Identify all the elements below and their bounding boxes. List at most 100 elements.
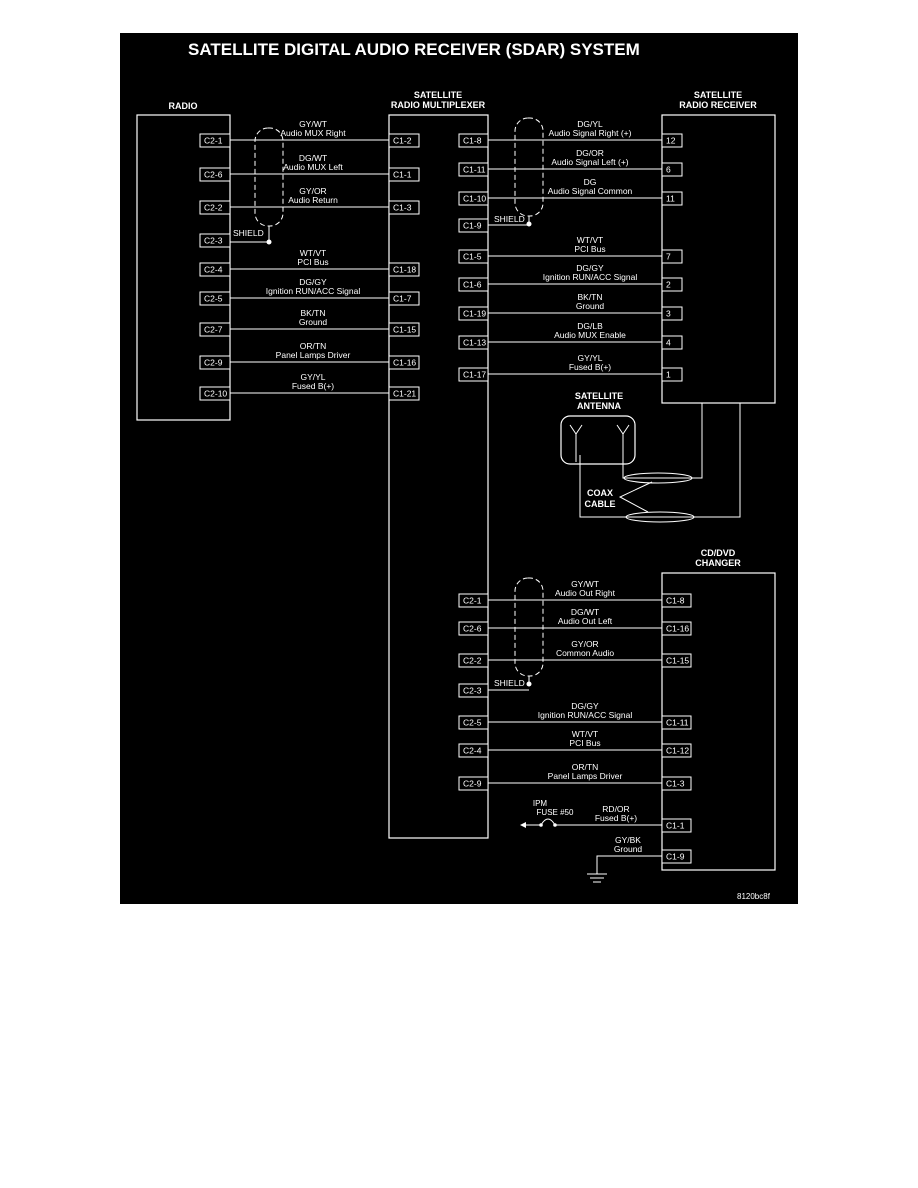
wire-color-label: DG/GY xyxy=(299,277,327,287)
receiver-pin-box xyxy=(661,277,683,292)
changer-pin-box xyxy=(661,818,692,833)
antenna-label-1: SATELLITE xyxy=(575,391,623,401)
receiver-shield-dot xyxy=(526,221,532,227)
wire-desc-label: Audio MUX Right xyxy=(280,128,346,138)
mux-pin: C1-1 xyxy=(393,170,412,180)
changer-label-2: CHANGER xyxy=(695,558,741,568)
wire-color-label: DG/WT xyxy=(299,153,327,163)
wire-desc-label: Audio Out Left xyxy=(558,616,613,626)
wire-color-label: GY/OR xyxy=(299,186,326,196)
mux-pin: C1-21 xyxy=(393,389,416,399)
changer-shield-label: SHIELD xyxy=(494,678,525,688)
mux-box xyxy=(388,114,489,839)
mux-pin-box xyxy=(458,277,489,292)
mux-pin-box xyxy=(458,367,489,382)
wire-color-label: GY/YL xyxy=(577,353,602,363)
changer-pin-box xyxy=(661,621,692,636)
wire-desc-label: PCI Bus xyxy=(297,257,328,267)
wire-desc-label: PCI Bus xyxy=(569,738,600,748)
wire-color-label: OR/TN xyxy=(572,762,598,772)
mux-shield-pin: C2-3 xyxy=(463,686,482,696)
receiver-pin-box xyxy=(661,162,683,177)
wire-desc-label: Fused B(+) xyxy=(595,813,637,823)
radio-pin-box xyxy=(199,167,231,182)
receiver-pin: 1 xyxy=(666,370,671,380)
radio-pin-box xyxy=(199,386,231,401)
wire-color-label: WT/VT xyxy=(300,248,326,258)
radio-shield-dot xyxy=(266,239,272,245)
changer-pin-box xyxy=(661,743,692,758)
receiver-pin-box xyxy=(661,133,683,148)
wire-desc-label: Panel Lamps Driver xyxy=(276,350,351,360)
mux-pin: C1-5 xyxy=(463,252,482,262)
receiver-pin: 7 xyxy=(666,252,671,262)
mux-pin-box xyxy=(388,200,420,215)
mux-pin: C2-6 xyxy=(463,624,482,634)
mux-pin: C1-8 xyxy=(463,136,482,146)
wire-color-label: DG/WT xyxy=(571,607,599,617)
mux-pin-box xyxy=(388,133,420,148)
radio-pin: C2-9 xyxy=(204,358,223,368)
mux-label-2: RADIO MULTIPLEXER xyxy=(391,100,486,110)
mux-pin: C1-17 xyxy=(463,370,486,380)
coax-sleeve-1 xyxy=(623,472,693,484)
radio-pin-box xyxy=(199,291,231,306)
wire-desc-label: Panel Lamps Driver xyxy=(548,771,623,781)
changer-label-1: CD/DVD xyxy=(701,548,736,558)
receiver-pin: 3 xyxy=(666,309,671,319)
wire-color-label: GY/WT xyxy=(571,579,599,589)
radio-label: RADIO xyxy=(169,101,198,111)
mux-shield-pin: C1-9 xyxy=(463,221,482,231)
radio-pin: C2-2 xyxy=(204,203,223,213)
wire-color-label: DG/LB xyxy=(577,321,603,331)
radio-pin: C2-5 xyxy=(204,294,223,304)
receiver-label-2: RADIO RECEIVER xyxy=(679,100,757,110)
receiver-pin-box xyxy=(661,335,683,350)
coax-label-1: COAX xyxy=(587,488,613,498)
mux-pin-box xyxy=(388,291,420,306)
changer-pin: C1-16 xyxy=(666,624,689,634)
diagram-panel xyxy=(120,33,798,904)
radio-pin: C2-10 xyxy=(204,389,227,399)
changer-pin: C1-8 xyxy=(666,596,685,606)
antenna-box xyxy=(560,415,636,465)
receiver-pin: 6 xyxy=(666,165,671,175)
mux-pin: C2-1 xyxy=(463,596,482,606)
wire-color-label: RD/OR xyxy=(602,804,629,814)
wire-desc-label: Ground xyxy=(614,844,643,854)
mux-pin: C1-6 xyxy=(463,280,482,290)
mux-pin: C1-13 xyxy=(463,338,486,348)
mux-pin-box xyxy=(388,355,420,370)
antenna-element-1 xyxy=(569,424,583,462)
wire-desc-label: Ignition RUN/ACC Signal xyxy=(266,286,361,296)
mux-pin: C1-16 xyxy=(393,358,416,368)
changer-pin-box xyxy=(661,653,692,668)
radio-shield-pin-box xyxy=(199,233,231,248)
receiver-pin: 4 xyxy=(666,338,671,348)
wire-color-label: BK/TN xyxy=(300,308,325,318)
mux-pin-box xyxy=(458,133,489,148)
wire-desc-label: Ground xyxy=(576,301,605,311)
wire-desc-label: Audio Signal Right (+) xyxy=(549,128,632,138)
mux-pin-box xyxy=(388,322,420,337)
mux-pin-box xyxy=(458,593,489,608)
receiver-pin: 11 xyxy=(666,194,675,204)
changer-pin-box xyxy=(661,849,692,864)
changer-pin: C1-9 xyxy=(666,852,685,862)
wire-color-label: GY/OR xyxy=(571,639,598,649)
power-arrow xyxy=(520,822,526,828)
radio-pin: C2-6 xyxy=(204,170,223,180)
radio-pin-box xyxy=(199,200,231,215)
fuse-terminal-right xyxy=(553,823,557,827)
fuse-label: FUSE #50 xyxy=(537,808,574,817)
radio-pin-box xyxy=(199,355,231,370)
diagram-title: SATELLITE DIGITAL AUDIO RECEIVER (SDAR) … xyxy=(188,40,640,59)
mux-pin: C1-11 xyxy=(463,165,486,175)
coax-sleeve-2 xyxy=(625,511,695,523)
mux-pin: C1-7 xyxy=(393,294,412,304)
mux-pin-box xyxy=(388,167,420,182)
radio-pin-box xyxy=(199,262,231,277)
mux-pin-box xyxy=(388,262,420,277)
